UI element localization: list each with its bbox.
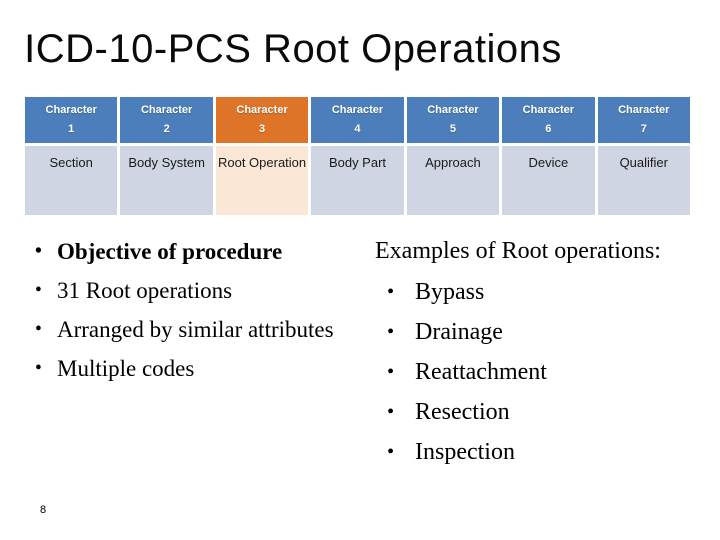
header-label: Character (45, 104, 97, 117)
list-item-text: 31 Root operations (57, 278, 233, 303)
table-body-cell-root-operation: Root Operation (215, 146, 309, 215)
header-label: Character (618, 104, 670, 117)
table-header-character-6: Character 6 (502, 97, 595, 143)
list-item-text: Bypass (415, 279, 485, 305)
header-label: Character (331, 104, 384, 117)
list-item: • 31 Root operations (35, 273, 345, 308)
bullet-icon: • (387, 401, 395, 423)
table-body-cell-qualifier: Qualifier (597, 146, 690, 215)
list-item: • Reattachment (375, 355, 720, 390)
table-body-cell-body-system: Body System (120, 146, 213, 215)
list-item-text: Drainage (415, 319, 503, 345)
bullet-icon: • (35, 358, 42, 379)
header-number: 3 (259, 123, 266, 135)
header-label: Character (427, 104, 479, 117)
bullet-icon: • (387, 321, 395, 343)
header-label: Character (236, 104, 288, 117)
bullet-icon: • (35, 241, 42, 262)
header-label: Character (522, 104, 575, 117)
list-item: • Objective of procedure (35, 234, 345, 269)
table-header-character-1: Character 1 (25, 97, 118, 143)
list-item: • Inspection (375, 435, 720, 470)
header-number: 5 (449, 123, 456, 135)
header-label: Character (140, 104, 193, 117)
bullet-icon: • (387, 361, 395, 383)
examples-bullet-list: •Bypass•Drainage•Reattachment•Resection•… (375, 275, 720, 470)
table-header-character-5: Character 5 (406, 97, 500, 143)
list-item-text: Reattachment (415, 359, 547, 385)
table-body-cell-device: Device (502, 146, 595, 215)
header-number: 1 (68, 123, 75, 135)
list-item: • Multiple codes (35, 351, 345, 386)
pcs-character-table: Character 1 Character 2 Character 3 Character 4… (25, 97, 690, 215)
examples-heading: Examples of Root operations: (375, 238, 661, 264)
bullet-icon: • (387, 281, 395, 303)
list-item-text: Arranged by similar attributes (57, 317, 334, 342)
attributes-bullet-list: • Objective of procedure • 31 Root operatio… (35, 234, 345, 390)
bullet-icon: • (35, 319, 42, 340)
table-header-character-4: Character 4 (311, 97, 404, 143)
list-item-text: Resection (415, 399, 510, 425)
bullet-icon: • (387, 441, 395, 463)
list-item: • Resection (375, 395, 720, 430)
list-item-text: Inspection (415, 439, 515, 465)
list-item: • Drainage (375, 315, 720, 350)
table-header-character-2: Character 2 (120, 97, 213, 143)
list-item-text: Objective of procedure (57, 239, 283, 264)
header-number: 7 (640, 123, 647, 135)
header-number: 2 (163, 123, 170, 135)
list-item: • Bypass (375, 275, 720, 310)
list-item: • Arranged by similar attributes (35, 312, 345, 347)
table-body-cell-body-part: Body Part (311, 146, 404, 215)
table-body-cell-approach: Approach (406, 146, 500, 215)
header-number: 6 (545, 123, 552, 135)
bullet-icon: • (35, 280, 42, 301)
page-number: 8 (40, 504, 47, 516)
table-header-character-7: Character 7 (597, 97, 690, 143)
slide-title: ICD-10-PCS Root Operations (24, 27, 562, 71)
table-body-cell-section: Section (25, 146, 118, 215)
table-header-character-3: Character 3 (215, 97, 309, 143)
list-item-text: Multiple codes (57, 356, 195, 381)
header-number: 4 (354, 123, 361, 135)
examples-panel: Examples of Root operations: • Bypass • Dra… (375, 234, 720, 475)
